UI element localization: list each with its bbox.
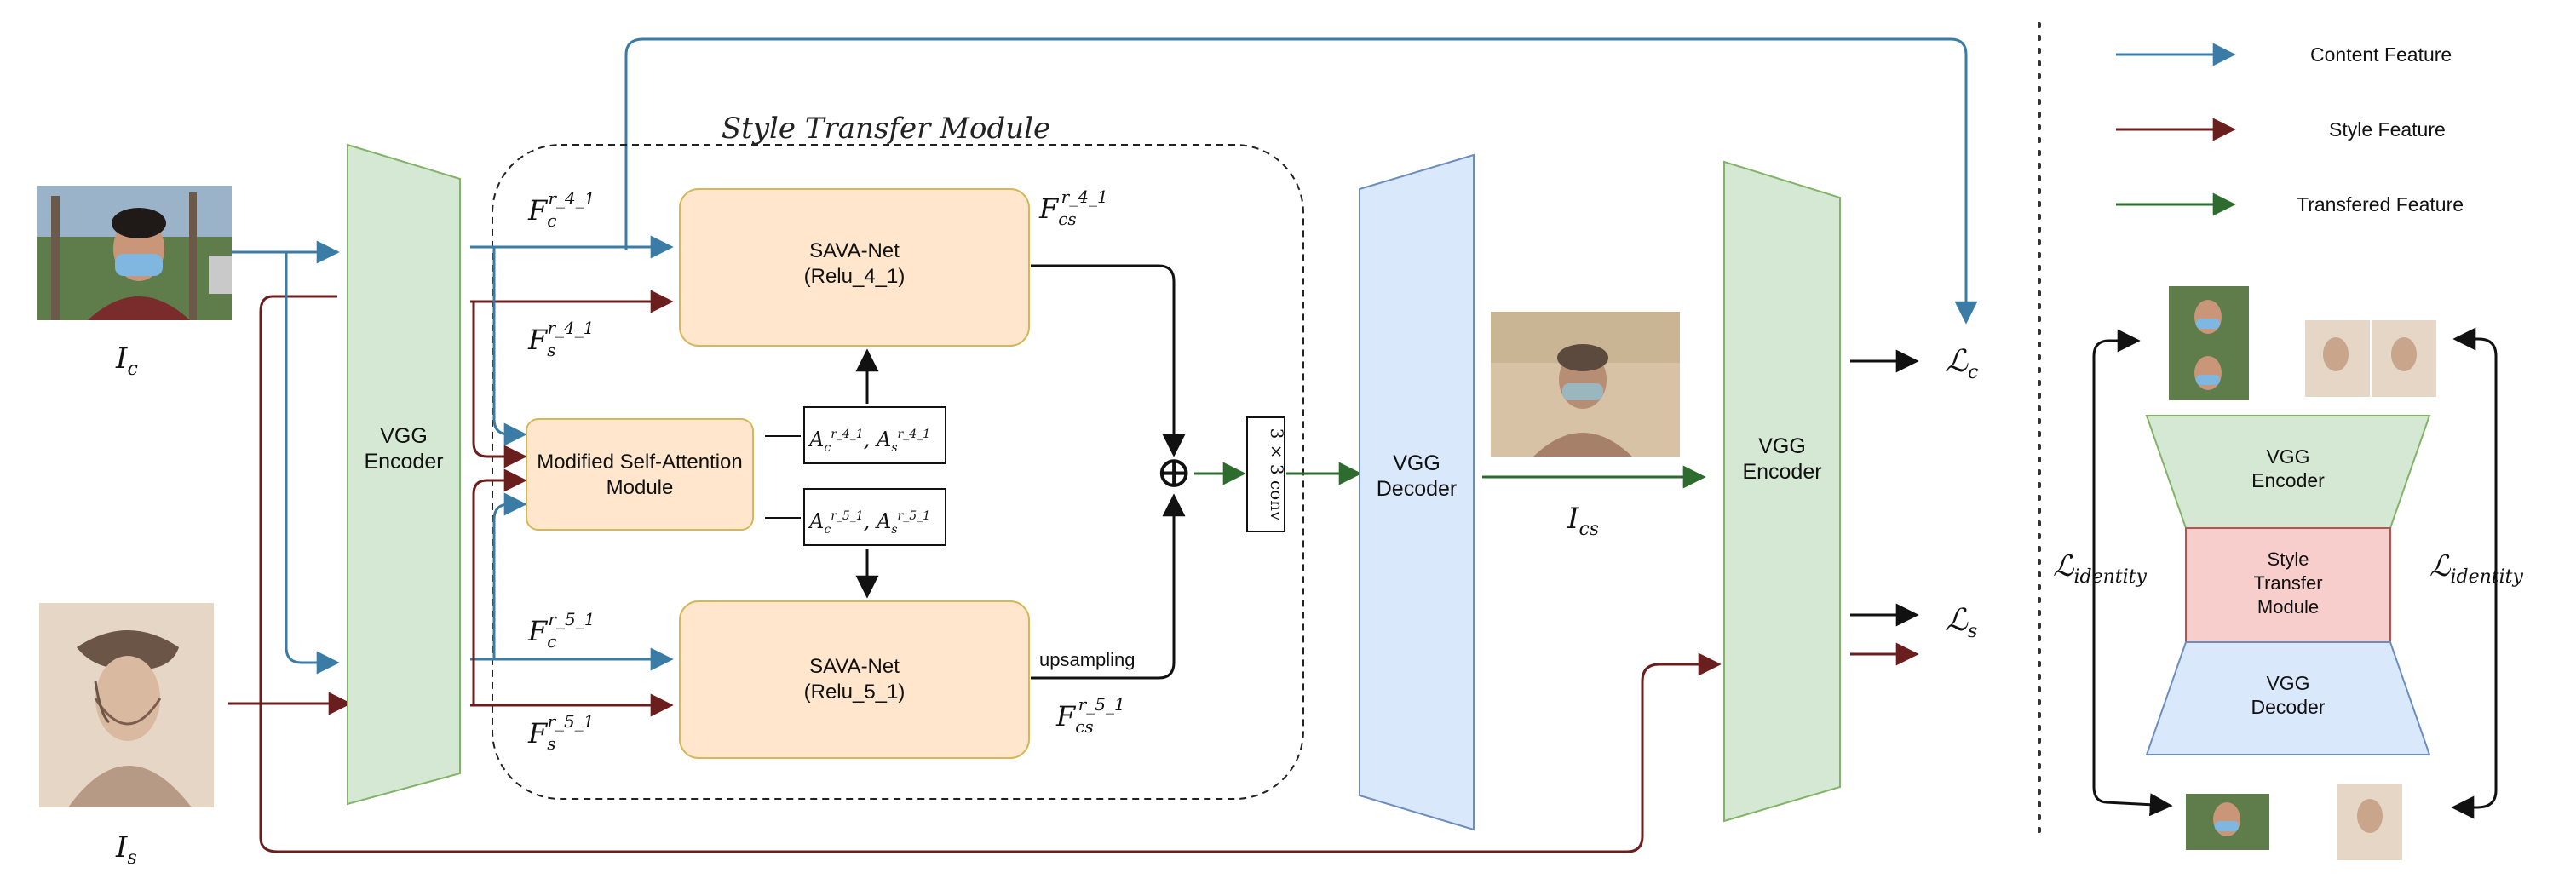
mini-style-transfer-module	[2185, 527, 2391, 643]
attention-map-r41-box	[803, 406, 946, 464]
vgg-encoder-2	[1723, 160, 1841, 823]
msa-feed-1	[472, 302, 527, 468]
sava-top-to-plus	[1031, 264, 1186, 457]
identity-loss-left-label: ℒidentity	[2053, 549, 2148, 588]
modified-self-attention-module	[526, 418, 754, 531]
fs51-label: Fsr_5_1	[527, 711, 594, 754]
fc41-label: Fcr_4_1	[527, 188, 595, 231]
conv-3x3-box	[1246, 416, 1285, 532]
identity-right-bracket	[2452, 327, 2498, 809]
legend-transfer-label: Transfered Feature	[2297, 193, 2464, 215]
feature-sum-symbol: ⊕	[1155, 447, 1193, 498]
upsampling-label: upsampling	[1039, 649, 1136, 670]
sava-bottom-to-plus	[1031, 493, 1186, 680]
style-image	[39, 603, 214, 807]
style-transfer-module-frame	[492, 144, 1304, 800]
attention-map-r51-label: Acr_5_1, Asr_5_1	[808, 509, 930, 537]
fcs41-label: Fcsr_4_1	[1038, 187, 1108, 229]
identity-style-output-thumb	[2337, 784, 2402, 860]
msa-feed-2	[492, 247, 527, 446]
conv-3x3-label: 3 × 3 conv	[1267, 428, 1287, 521]
output-image-label: Ics	[1567, 502, 1599, 540]
fcs51-label: Fcsr_5_1	[1055, 694, 1125, 737]
identity-style-thumbs	[2305, 320, 2436, 397]
content-down-line	[285, 252, 340, 675]
sava-net-relu41	[679, 188, 1030, 347]
attention-map-r41-label: Acr_4_1, Asr_4_1	[808, 428, 930, 455]
style-transfer-module-title: Style Transfer Module	[722, 112, 1050, 146]
msa-feed-3	[472, 468, 527, 705]
content-loss-label: ℒc	[1946, 344, 1978, 383]
style-bypass-line	[259, 295, 1722, 853]
sava-net-relu51-label: SAVA-Net(Relu_5_1)	[804, 655, 906, 704]
identity-content-thumbs	[2169, 286, 2249, 400]
style-loss-label: ℒs	[1946, 603, 1977, 642]
identity-left-bottom-arrow	[2105, 793, 2173, 817]
legend-content-label: Content Feature	[2310, 43, 2452, 66]
msa-feed-4	[492, 492, 527, 659]
identity-left-bracket	[2092, 329, 2141, 804]
style-image-label: Is	[115, 830, 137, 869]
legend: Content Feature Style Feature Transfered…	[2116, 43, 2464, 216]
legend-style-label: Style Feature	[2329, 118, 2446, 141]
sava-net-relu51	[679, 600, 1030, 759]
content-bypass-line	[624, 37, 1978, 325]
vgg-encoder-1	[347, 143, 461, 806]
content-image-label: Ic	[115, 342, 138, 380]
sava-net-relu41-label: SAVA-Net(Relu_4_1)	[804, 239, 906, 288]
mini-vgg-decoder	[2145, 641, 2431, 755]
vgg-decoder	[1359, 153, 1475, 831]
stylized-output-image	[1491, 312, 1680, 457]
attention-map-r51-box	[803, 488, 946, 546]
fs41-label: Fsr_4_1	[527, 318, 594, 360]
identity-loss-right-label: ℒidentity	[2429, 549, 2524, 588]
content-image	[37, 186, 232, 320]
fc51-label: Fcr_5_1	[527, 609, 595, 652]
identity-content-output-thumb	[2186, 794, 2269, 850]
